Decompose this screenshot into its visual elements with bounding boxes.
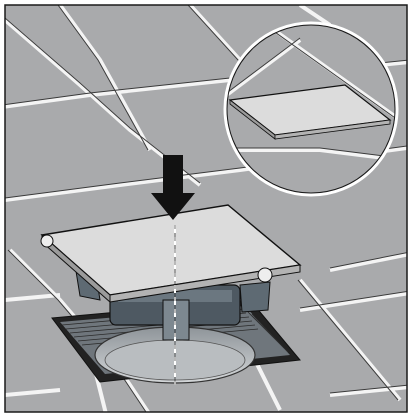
figure-frame xyxy=(4,4,408,413)
cover-panel xyxy=(40,204,302,385)
down-arrow-icon xyxy=(151,155,195,220)
